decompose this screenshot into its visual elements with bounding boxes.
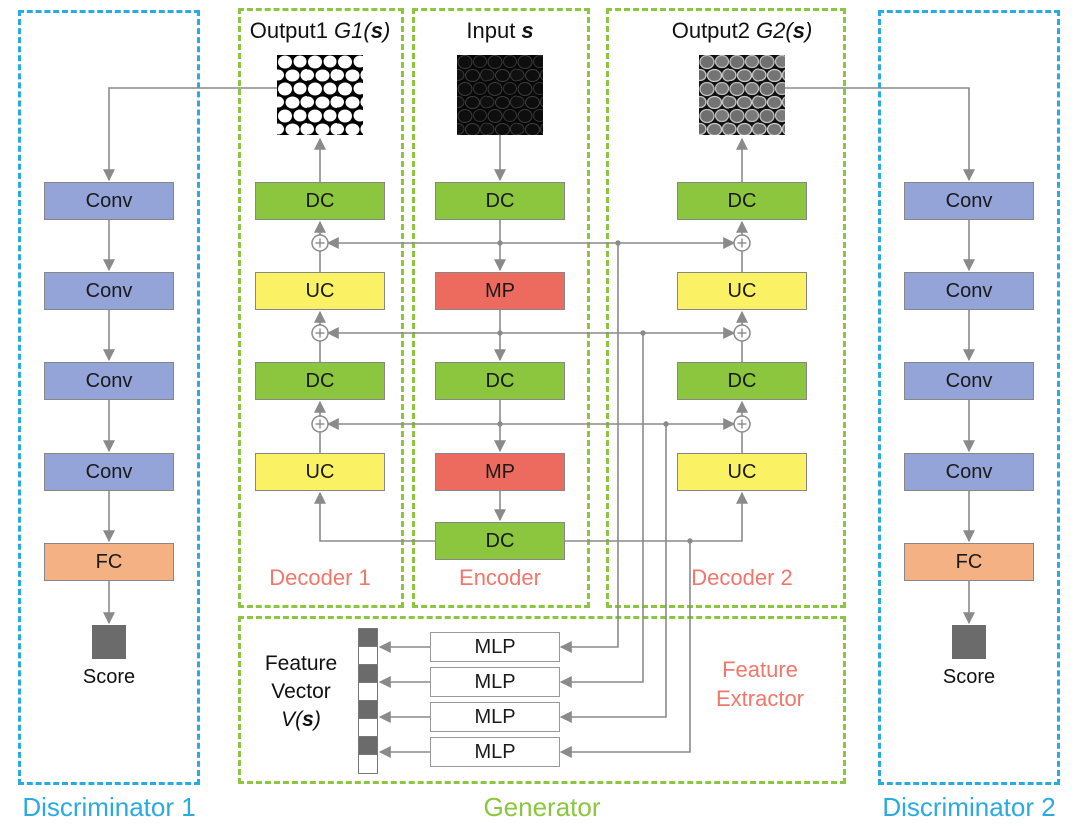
encoder-dc3-block: DC [435, 522, 565, 560]
junction-dot [687, 538, 693, 544]
add-skip-icon [311, 324, 329, 342]
d1-conv4-block: Conv [44, 453, 174, 491]
encoder-mp1-block: MP [435, 272, 565, 310]
output2-label-arg: s [792, 18, 805, 43]
output1-label-func: G1( [334, 18, 371, 43]
decoder2-uc2-block: UC [677, 453, 807, 491]
input-label-prefix: Input [466, 18, 516, 43]
add-skip-icon [733, 415, 751, 433]
junction-dot [497, 330, 503, 336]
d1-conv3-block: Conv [44, 362, 174, 400]
generator-title: Generator [483, 792, 601, 822]
feature-extractor-label-line1: Feature [722, 657, 798, 682]
mlp4-block: MLP [430, 737, 560, 767]
junction-dot [663, 421, 669, 427]
output1-label-arg: s [370, 18, 383, 43]
discriminator2-box [878, 10, 1060, 785]
mlp3-block: MLP [430, 702, 560, 732]
feature-vector-arg: s [302, 708, 314, 731]
decoder2-dc1-block: DC [677, 182, 807, 220]
vector-cell [359, 683, 377, 701]
feature-vector-label-line3: V(s) [248, 706, 354, 734]
d1-fc-block: FC [44, 543, 174, 581]
discriminator1-title: Discriminator 1 [22, 792, 196, 822]
junction-dot [497, 240, 503, 246]
vector-cell [359, 665, 377, 683]
decoder1-uc2-block: UC [255, 453, 385, 491]
d1-conv1-block: Conv [44, 182, 174, 220]
d2-score-square [952, 625, 986, 659]
add-skip-icon [311, 415, 329, 433]
feature-extractor-box [238, 616, 846, 784]
d1-conv2-block: Conv [44, 272, 174, 310]
mlp1-block: MLP [430, 632, 560, 662]
add-skip-icon [733, 234, 751, 252]
feature-vector-close: ) [313, 708, 321, 731]
d2-conv3-block: Conv [904, 362, 1034, 400]
encoder-dc2-block: DC [435, 362, 565, 400]
decoder1-dc2-block: DC [255, 362, 385, 400]
feature-extractor-section-label: Feature Extractor [685, 655, 835, 713]
d1-score-label: Score [82, 666, 136, 688]
output2-texture-image [699, 55, 785, 135]
decoder2-box [606, 8, 846, 608]
junction-dot [497, 421, 503, 427]
decoder2-uc1-block: UC [677, 272, 807, 310]
d2-fc-block: FC [904, 543, 1034, 581]
d2-score-label: Score [942, 666, 996, 688]
vector-cell [359, 737, 377, 755]
vector-cell [359, 755, 377, 773]
output2-label-close: ) [804, 18, 813, 43]
add-skip-icon [311, 234, 329, 252]
encoder-mp2-block: MP [435, 453, 565, 491]
discriminator2-title: Discriminator 2 [882, 792, 1056, 822]
decoder1-box [238, 8, 404, 608]
feature-vector-label: Feature Vector V(s) [248, 650, 354, 734]
encoder-section-label: Encoder [459, 565, 541, 590]
decoder1-uc1-block: UC [255, 272, 385, 310]
input-texture-image [457, 55, 543, 135]
decoder2-dc2-block: DC [677, 362, 807, 400]
feature-vector-func: V( [281, 708, 303, 731]
mlp2-block: MLP [430, 667, 560, 697]
discriminator1-box [18, 10, 200, 785]
feature-vector-label-line1: Feature [264, 652, 338, 675]
decoder1-dc1-block: DC [255, 182, 385, 220]
junction-dot [615, 240, 621, 246]
output2-label-prefix: Output2 [671, 18, 750, 43]
output1-texture-image [277, 55, 363, 135]
output2-label-func: G2( [756, 18, 793, 43]
d2-conv1-block: Conv [904, 182, 1034, 220]
feature-extractor-label-line2: Extractor [715, 686, 805, 711]
vector-cell [359, 629, 377, 647]
decoder2-section-label: Decoder 2 [691, 565, 793, 590]
encoder-dc1-block: DC [435, 182, 565, 220]
feature-vector-label-line2: Vector [271, 680, 331, 703]
output1-label-prefix: Output1 [249, 18, 328, 43]
vector-cell [359, 647, 377, 665]
add-skip-icon [733, 324, 751, 342]
d1-score-square [92, 625, 126, 659]
output1-label-close: ) [382, 18, 391, 43]
vector-cell [359, 701, 377, 719]
input-label-arg: s [521, 18, 534, 43]
d2-conv4-block: Conv [904, 453, 1034, 491]
encoder-box [412, 8, 590, 608]
vector-cell [359, 719, 377, 737]
junction-dot [640, 330, 646, 336]
decoder1-section-label: Decoder 1 [269, 565, 371, 590]
feature-vector-cells [358, 628, 378, 774]
d2-conv2-block: Conv [904, 272, 1034, 310]
